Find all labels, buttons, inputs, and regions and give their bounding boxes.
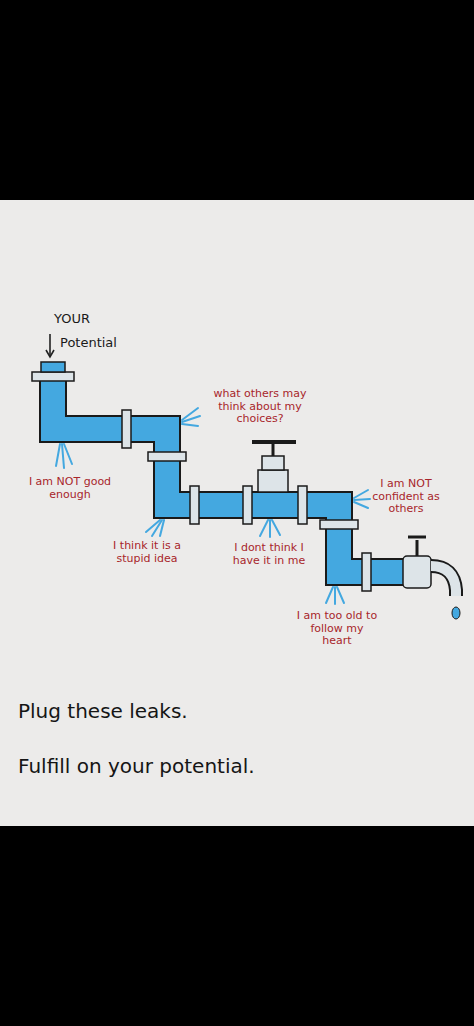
leak-sprays	[56, 408, 370, 604]
pipe-outline	[53, 378, 418, 572]
flange	[32, 372, 74, 381]
caption-line: Plug these leaks.	[18, 700, 458, 723]
pipe-inlet	[41, 362, 65, 372]
leak-label: I am too old to follow my heart	[296, 610, 378, 648]
leak-label: what others may think about my choices?	[200, 388, 320, 426]
leak-label: I dont think I have it in me	[230, 542, 308, 567]
leak-label: I am NOT confident as others	[364, 478, 448, 516]
valve	[252, 442, 296, 492]
heading-label: Potential	[60, 336, 140, 351]
faucet	[403, 537, 460, 619]
caption-line: Fulfill on your potential.	[18, 755, 458, 778]
arrow-symbol	[46, 334, 54, 357]
leak-label: I think it is a stupid idea	[102, 540, 192, 565]
heading-label: YOUR	[54, 312, 114, 327]
pipe-body	[53, 378, 418, 572]
leak-label: I am NOT good enough	[18, 476, 122, 501]
